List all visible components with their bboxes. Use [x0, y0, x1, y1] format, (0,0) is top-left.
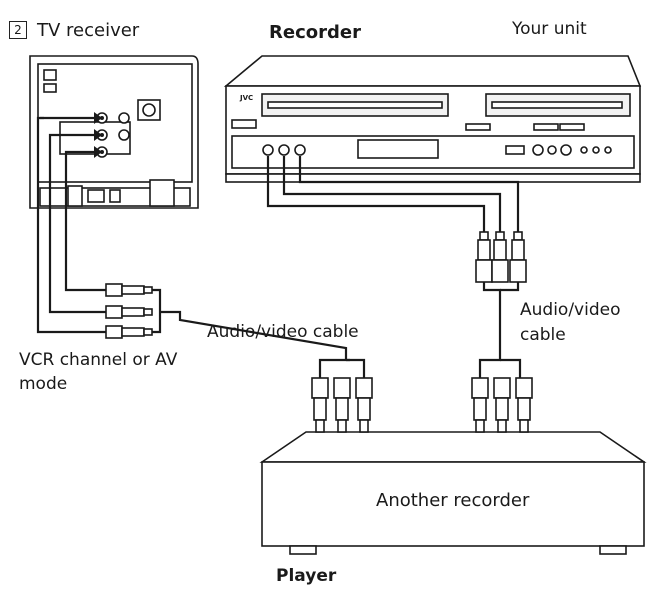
bottom-right-plug-trio: [471, 377, 533, 433]
av-cable-label-left: Audio/video cable: [207, 322, 359, 342]
vcr-mode-label: VCR channel or AV mode: [19, 350, 178, 394]
player-label: Player: [276, 566, 337, 586]
recorder-unit: [223, 55, 642, 183]
cable-lines: [36, 116, 522, 378]
right-plug-trio: [475, 231, 527, 283]
tv-receiver: [29, 55, 199, 209]
recorder-label: Recorder: [269, 22, 361, 43]
your-unit-label: Your unit: [512, 19, 587, 39]
another-recorder-label: Another recorder: [376, 490, 530, 511]
av-cable-label-right: Audio/video cable: [520, 300, 621, 345]
another-recorder-unit: [259, 431, 647, 555]
bottom-left-plug-trio: [311, 377, 373, 433]
tv-receiver-label: TV receiver: [37, 20, 140, 41]
brand-logo: JVC: [240, 94, 254, 102]
step-number: 2: [9, 21, 27, 39]
tv-arrows: [94, 112, 102, 158]
left-plug-trio: [105, 283, 153, 339]
